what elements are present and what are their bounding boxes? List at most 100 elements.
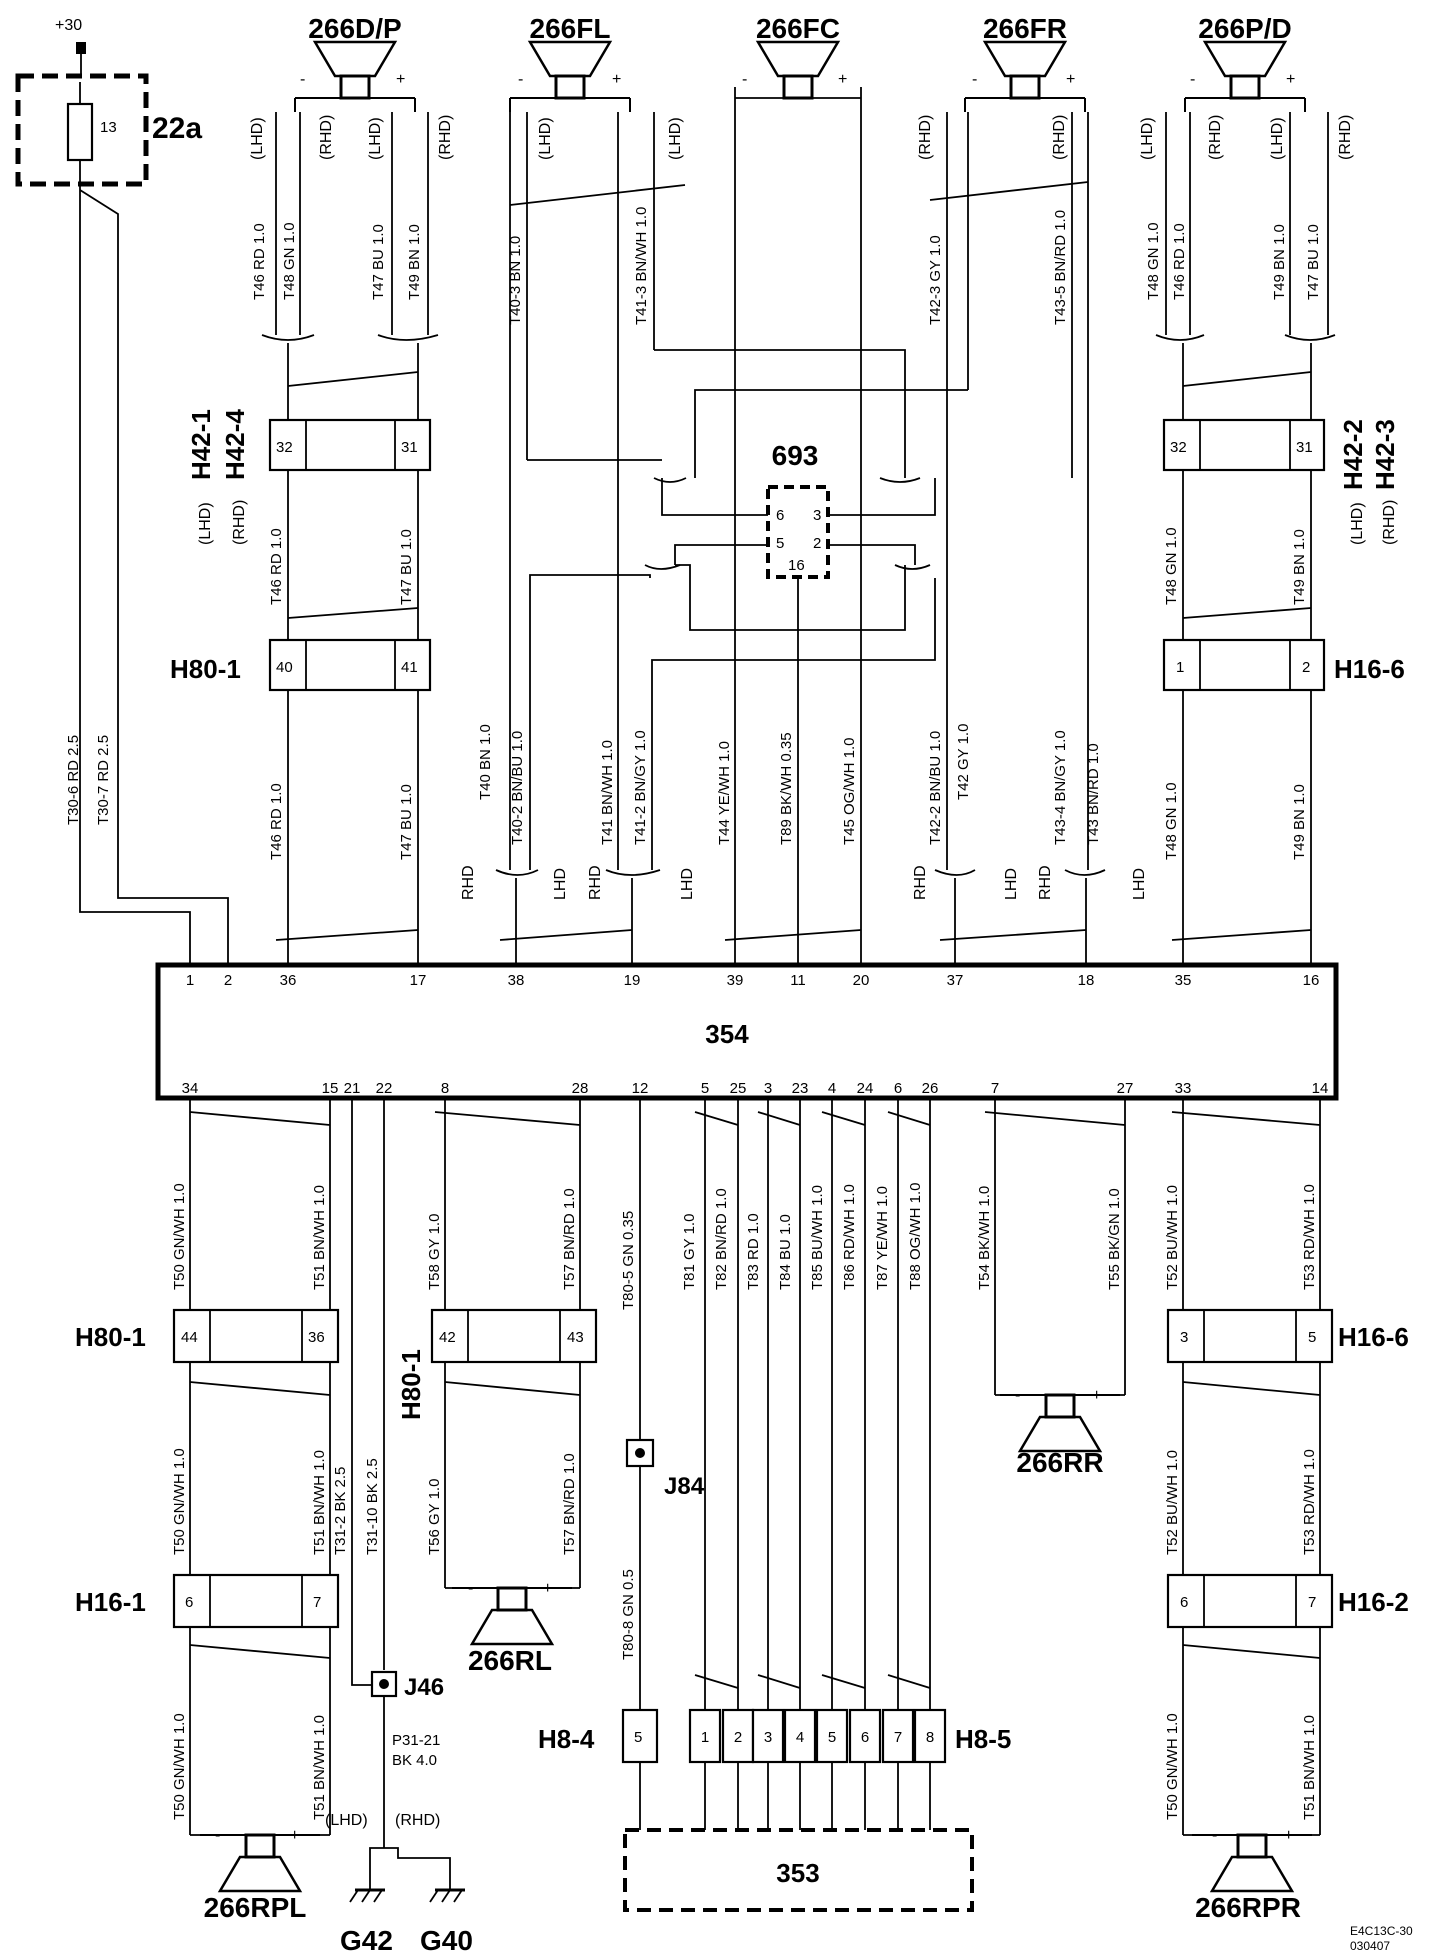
svg-text:RHD: RHD bbox=[587, 865, 604, 900]
speaker-266fr: 266FR - + bbox=[963, 13, 1087, 114]
connector-h16-1: 6 7 H16-1 bbox=[75, 1573, 340, 1629]
ground-g40-icon bbox=[429, 1888, 465, 1903]
svg-text:(LHD): (LHD) bbox=[249, 117, 266, 160]
svg-text:T51 BN/WH 1.0: T51 BN/WH 1.0 bbox=[1301, 1715, 1318, 1820]
ground-j46: J46 T31-2 BK 2.5 T31-10 BK 2.5 P31-21 BK… bbox=[325, 1098, 473, 1956]
module-pin-bottom: 26 bbox=[922, 1080, 939, 1097]
svg-text:36: 36 bbox=[308, 1329, 325, 1346]
svg-text:+: + bbox=[396, 71, 405, 88]
module-pin-bottom: 14 bbox=[1312, 1080, 1329, 1097]
twist-tie bbox=[694, 1674, 739, 1689]
module-pin-top: 1 bbox=[186, 972, 194, 989]
svg-text:+: + bbox=[1284, 1827, 1293, 1844]
svg-text:T47 BU 1.0: T47 BU 1.0 bbox=[370, 224, 387, 300]
module-pin-bottom: 3 bbox=[764, 1080, 772, 1097]
svg-text:T42-2 BN/BU 1.0: T42-2 BN/BU 1.0 bbox=[927, 731, 944, 845]
svg-text:-: - bbox=[468, 1580, 473, 1597]
svg-text:H80-1: H80-1 bbox=[75, 1322, 146, 1352]
svg-text:T56 GY 1.0: T56 GY 1.0 bbox=[426, 1479, 443, 1555]
svg-text:T49 BN 1.0: T49 BN 1.0 bbox=[1291, 784, 1308, 860]
svg-text:(RHD): (RHD) bbox=[1207, 115, 1224, 160]
twist-tie bbox=[887, 1674, 931, 1689]
svg-text:T31-10 BK 2.5: T31-10 BK 2.5 bbox=[364, 1458, 381, 1555]
pd-wiring: (LHD) (RHD) (LHD) (RHD) T48 GN 1.0 T46 R… bbox=[1139, 112, 1354, 420]
svg-text:3: 3 bbox=[1180, 1329, 1188, 1346]
svg-text:P31-21: P31-21 bbox=[392, 1732, 440, 1749]
speaker-266pd: 266P/D - + bbox=[1183, 13, 1307, 114]
svg-text:22a: 22a bbox=[152, 112, 202, 145]
svg-text:(RHD): (RHD) bbox=[1381, 500, 1398, 545]
module-pin-top: 11 bbox=[790, 972, 806, 989]
svg-text:T46 RD 1.0: T46 RD 1.0 bbox=[268, 528, 285, 605]
svg-text:H42-4: H42-4 bbox=[220, 409, 250, 480]
svg-text:(LHD): (LHD) bbox=[1139, 117, 1156, 160]
module-pin-bottom: 27 bbox=[1117, 1080, 1134, 1097]
rl-low-wiring: T56 GY 1.0 T57 BN/RD 1.0 bbox=[426, 1362, 581, 1589]
connector-h16-2: 6 7 H16-2 bbox=[1166, 1573, 1409, 1629]
svg-text:T47 BU 1.0: T47 BU 1.0 bbox=[398, 529, 415, 605]
connector-h8-4: 5 H8-4 bbox=[538, 1708, 659, 1830]
svg-text:T47 BU 1.0: T47 BU 1.0 bbox=[1305, 224, 1322, 300]
power-supply: +30 13 22a T30-6 RD 2.5 T30-7 RD 2.5 bbox=[15, 17, 229, 965]
fl-wiring: (LHD) (LHD) T40-3 BN 1.0 T41-3 BN/WH 1.0 bbox=[507, 112, 906, 870]
svg-text:G40: G40 bbox=[420, 1925, 473, 1956]
twist-tie bbox=[821, 1674, 866, 1689]
svg-text:693: 693 bbox=[772, 440, 819, 471]
svg-text:T51 BN/WH 1.0: T51 BN/WH 1.0 bbox=[311, 1450, 328, 1555]
svg-text:T53 RD/WH 1.0: T53 RD/WH 1.0 bbox=[1301, 1184, 1318, 1290]
svg-text:T50 GN/WH 1.0: T50 GN/WH 1.0 bbox=[1164, 1713, 1181, 1820]
module-pin-bottom: 4 bbox=[828, 1080, 836, 1097]
svg-text:T86 RD/WH 1.0: T86 RD/WH 1.0 bbox=[841, 1184, 858, 1290]
svg-text:T51 BN/WH 1.0: T51 BN/WH 1.0 bbox=[311, 1715, 328, 1820]
svg-text:LHD: LHD bbox=[552, 868, 569, 900]
svg-text:(RHD): (RHD) bbox=[231, 500, 248, 545]
twist-tie-top bbox=[757, 1111, 801, 1126]
speaker-266fl: 266FL - + bbox=[508, 13, 632, 114]
svg-text:13: 13 bbox=[100, 119, 117, 136]
svg-text:(RHD): (RHD) bbox=[437, 115, 454, 160]
svg-text:H16-1: H16-1 bbox=[75, 1587, 146, 1617]
svg-text:(RHD): (RHD) bbox=[318, 115, 335, 160]
svg-text:5: 5 bbox=[1308, 1329, 1316, 1346]
svg-text:T80-8 GN 0.5: T80-8 GN 0.5 bbox=[620, 1569, 637, 1660]
svg-text:-: - bbox=[300, 71, 305, 88]
svg-text:T58 GY 1.0: T58 GY 1.0 bbox=[426, 1214, 443, 1290]
module-pin-bottom: 21 bbox=[344, 1080, 361, 1097]
h8-5-pin: 6 bbox=[861, 1729, 869, 1746]
left-mid-wiring: T46 RD 1.0 T47 BU 1.0 bbox=[268, 470, 419, 640]
right-mid-wiring: T48 GN 1.0 T49 BN 1.0 bbox=[1163, 470, 1312, 640]
svg-text:+: + bbox=[838, 71, 847, 88]
h8-5-cell bbox=[881, 1708, 915, 1764]
svg-text:LHD: LHD bbox=[1131, 868, 1148, 900]
svg-text:(RHD): (RHD) bbox=[1337, 115, 1354, 160]
svg-text:T51 BN/WH 1.0: T51 BN/WH 1.0 bbox=[311, 1185, 328, 1290]
fr-wiring: (RHD) (RHD) T42-3 GY 1.0 T43-5 BN/RD 1.0 bbox=[694, 112, 1089, 870]
svg-text:T43-4 BN/GY 1.0: T43-4 BN/GY 1.0 bbox=[1052, 730, 1069, 845]
svg-text:+: + bbox=[1092, 1387, 1101, 1404]
svg-text:LHD: LHD bbox=[679, 868, 696, 900]
svg-text:266RL: 266RL bbox=[468, 1645, 552, 1676]
svg-text:T48 GN 1.0: T48 GN 1.0 bbox=[1163, 527, 1180, 605]
svg-text:+: + bbox=[1066, 71, 1075, 88]
svg-text:T57 BN/RD 1.0: T57 BN/RD 1.0 bbox=[561, 1188, 578, 1290]
module-pin-top: 36 bbox=[280, 972, 297, 989]
svg-text:-: - bbox=[1212, 1827, 1217, 1844]
module-pin-top: 19 bbox=[624, 972, 641, 989]
svg-text:H16-6: H16-6 bbox=[1338, 1322, 1409, 1352]
svg-text:(RHD): (RHD) bbox=[1051, 115, 1068, 160]
h8-5-cell bbox=[751, 1708, 785, 1764]
h8-5-pin: 1 bbox=[701, 1729, 709, 1746]
svg-text:T46 RD 1.0: T46 RD 1.0 bbox=[251, 223, 268, 300]
svg-text:41: 41 bbox=[401, 659, 418, 676]
module-pin-bottom: 7 bbox=[991, 1080, 999, 1097]
module-pin-top: 39 bbox=[727, 972, 744, 989]
h8-5-pin: 3 bbox=[764, 1729, 772, 1746]
svg-text:(LHD): (LHD) bbox=[667, 117, 684, 160]
speaker-266fc: 266FC - + bbox=[734, 13, 862, 965]
svg-text:LHD: LHD bbox=[1003, 868, 1020, 900]
svg-text:6: 6 bbox=[776, 507, 784, 524]
module-pin-top: 37 bbox=[947, 972, 964, 989]
svg-text:T50 GN/WH 1.0: T50 GN/WH 1.0 bbox=[171, 1448, 188, 1555]
svg-text:3: 3 bbox=[813, 507, 821, 524]
svg-text:T46 RD 1.0: T46 RD 1.0 bbox=[1171, 223, 1188, 300]
